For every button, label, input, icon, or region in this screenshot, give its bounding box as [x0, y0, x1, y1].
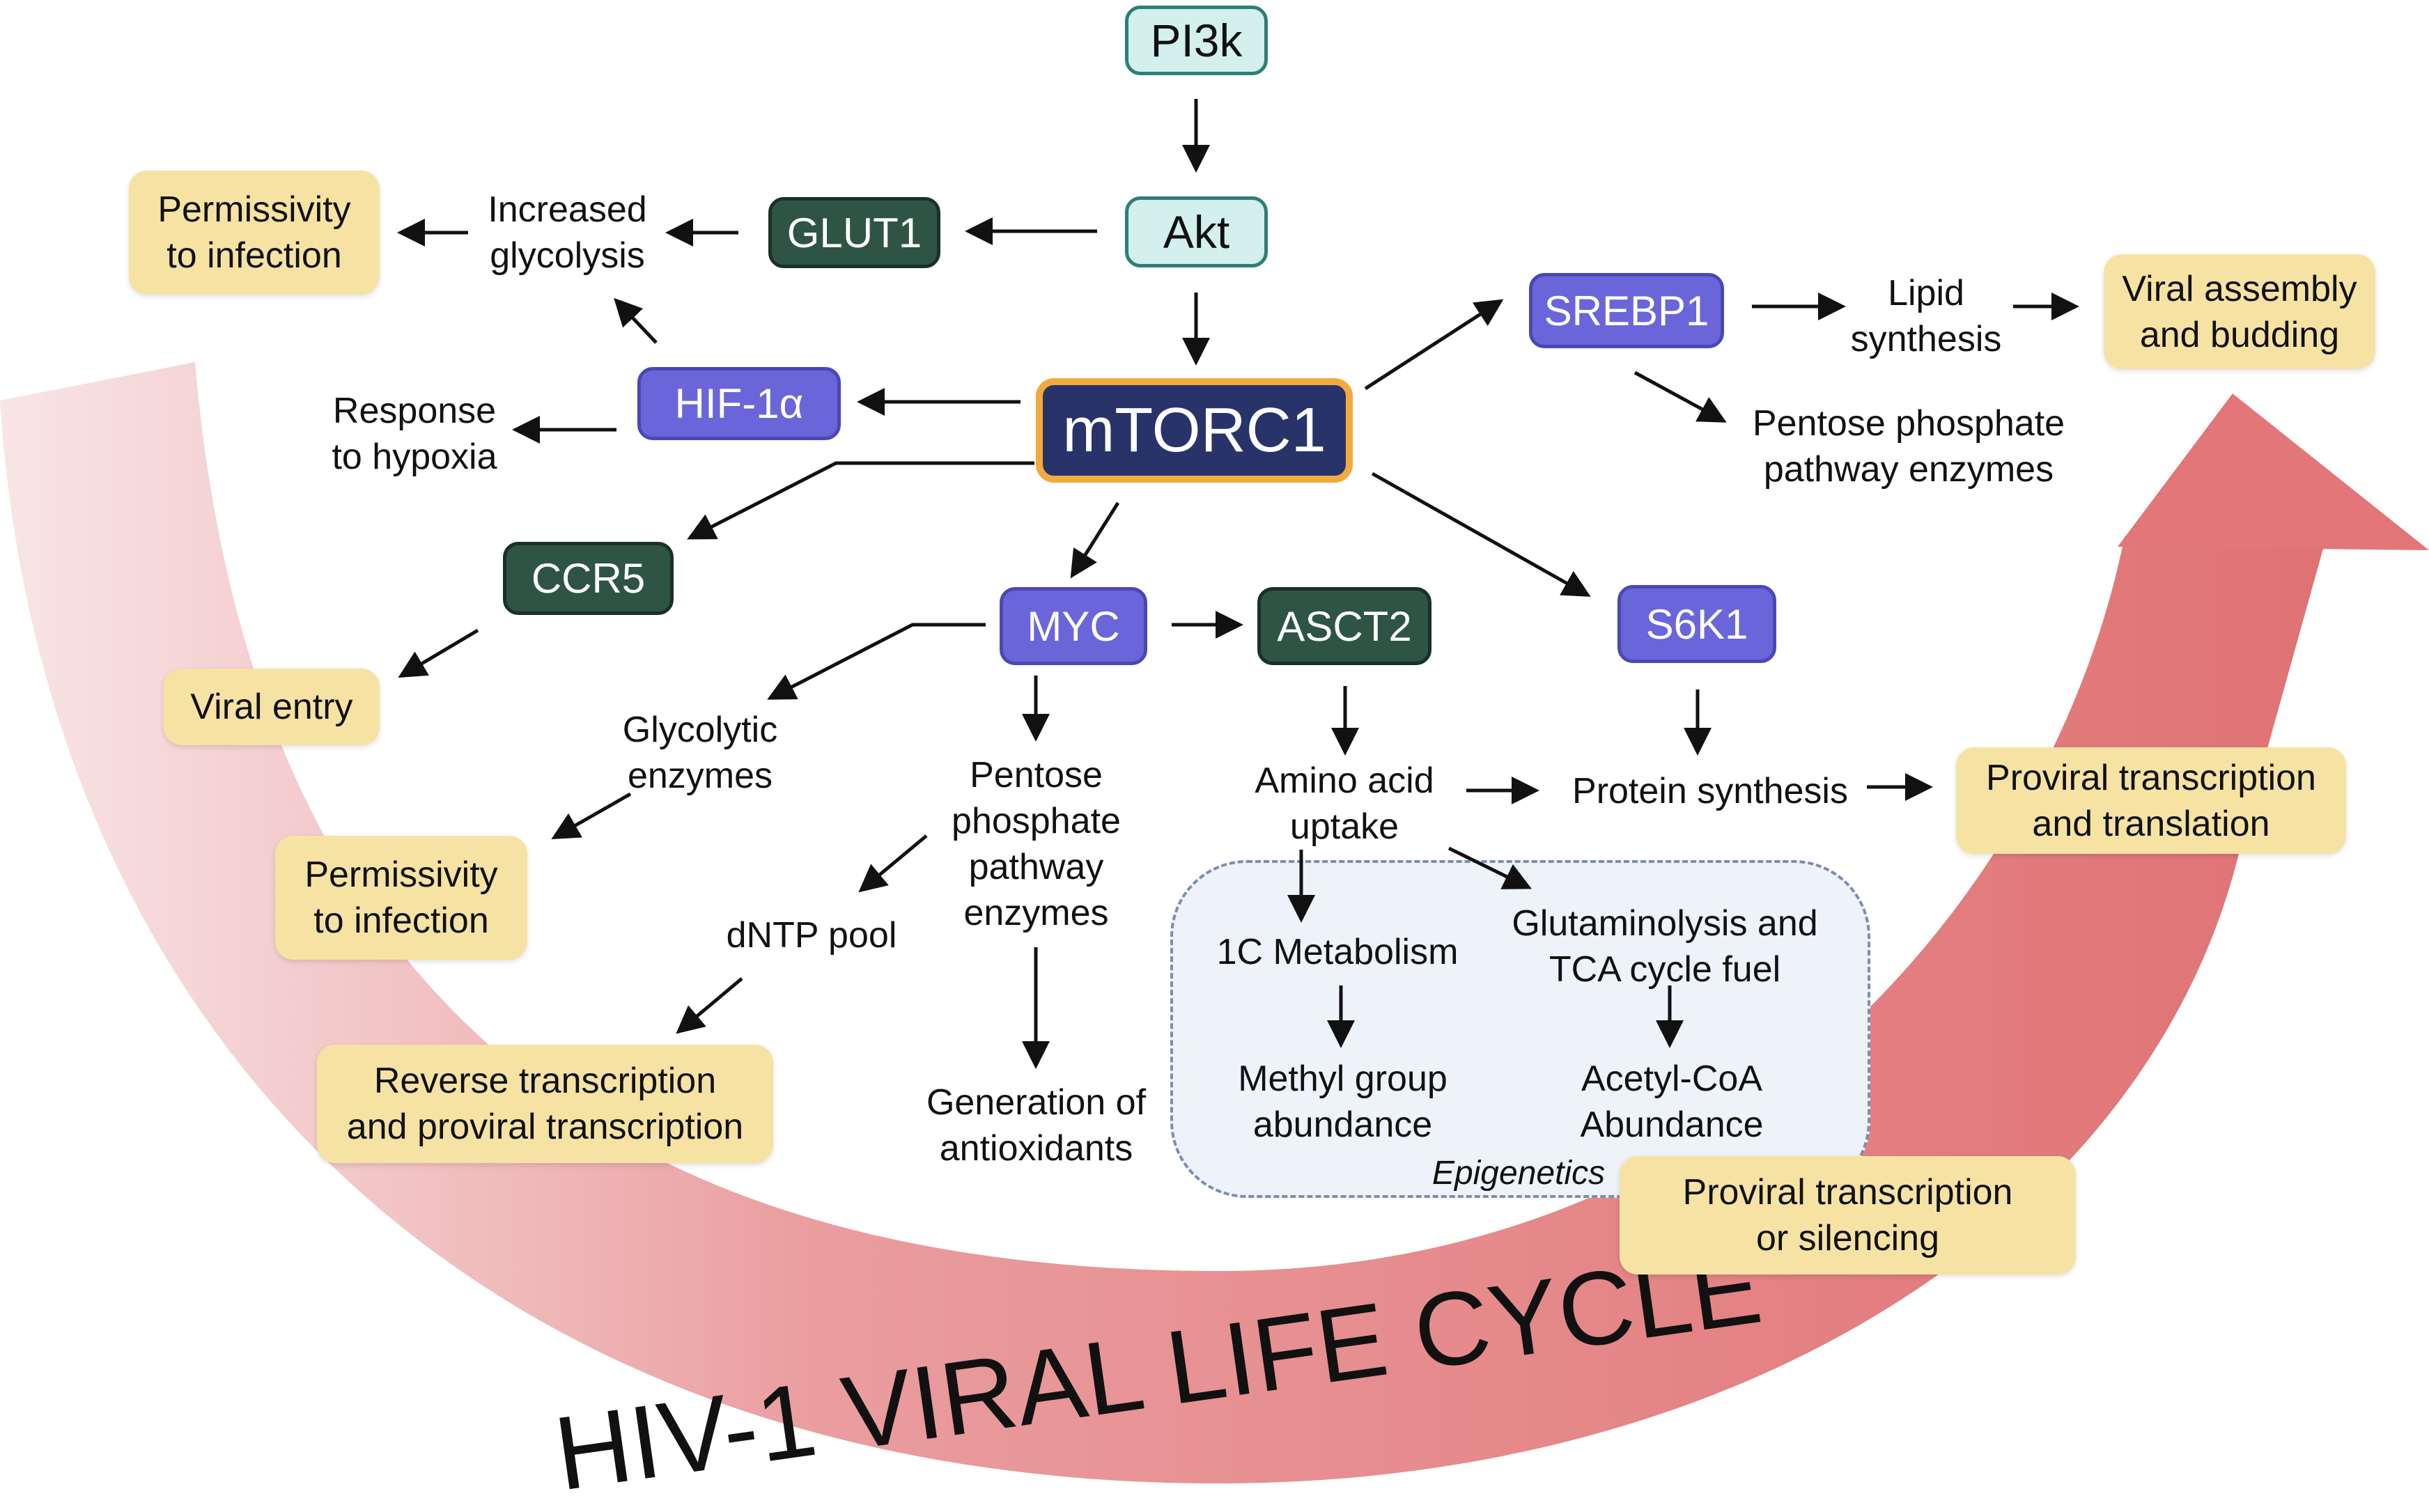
arrow-glycolytic-permissivity: [551, 792, 632, 839]
outcome-permissivity-mid: Permissivity to infection: [275, 836, 527, 960]
node-srebp1[interactable]: SREBP1: [1529, 273, 1724, 348]
arrow-srebp1-pentose: [1633, 371, 1727, 423]
node-glut1[interactable]: GLUT1: [768, 197, 940, 268]
outcome-proviral-silencing: Proviral transcription or silencing: [1620, 1156, 2076, 1275]
arrow-dntp-reverse: [676, 977, 743, 1034]
outcome-permissivity-top: Permissivity to infection: [129, 171, 380, 295]
node-akt[interactable]: Akt: [1125, 196, 1268, 267]
label-epigenetics: Epigenetics: [1431, 1155, 1606, 1192]
label-lipid-synthesis: Lipid synthesis: [1850, 273, 2002, 359]
node-hif1a[interactable]: HIF-1α: [637, 367, 841, 440]
arrow-aminoacid-glutaminolysis: [1448, 846, 1532, 889]
node-mtorc1[interactable]: mTORC1: [1036, 378, 1353, 483]
label-1c-metabolism: 1C Metabolism: [1216, 932, 1459, 972]
outcome-reverse-transcription: Reverse transcription and proviral trans…: [317, 1045, 773, 1163]
arrow-mtorc1-s6k1: [1371, 471, 1591, 597]
node-ccr5[interactable]: CCR5: [503, 542, 674, 615]
label-antioxidants: Generation of antioxidants: [926, 1082, 1147, 1169]
arrow-ccr5-viralentry: [398, 628, 479, 678]
node-myc[interactable]: MYC: [1000, 587, 1147, 665]
node-pi3k[interactable]: PI3k: [1125, 6, 1268, 75]
label-pentose-srebp: Pentose phosphate pathway enzymes: [1752, 403, 2065, 490]
arc-arrow-head: [2118, 393, 2429, 550]
node-asct2[interactable]: ASCT2: [1257, 587, 1431, 665]
label-increased-glycolysis: Increased glycolysis: [488, 189, 647, 276]
arrow-mtorc1-ccr5: [687, 461, 1034, 540]
arrow-mtorc1-srebp1: [1364, 299, 1504, 391]
arrow-myc-glycolytic: [767, 623, 986, 700]
label-pentose-myc: Pentose phosphate pathway enzymes: [952, 755, 1121, 933]
label-acetyl-coa: Acetyl-CoA Abundance: [1580, 1059, 1764, 1145]
outcome-viral-assembly: Viral assembly and budding: [2104, 254, 2375, 369]
label-response-hypoxia: Response to hypoxia: [332, 391, 497, 477]
arrow-mtorc1-myc: [1070, 501, 1120, 579]
epigenetics-region: [1170, 860, 1870, 1198]
outcome-proviral-translation: Proviral transcription and translation: [1956, 747, 2346, 854]
label-methyl-group: Methyl group abundance: [1238, 1059, 1448, 1145]
label-protein-synthesis: Protein synthesis: [1572, 771, 1848, 811]
arrow-hif1a-glycolysis: [614, 297, 658, 344]
node-s6k1[interactable]: S6K1: [1617, 585, 1776, 663]
label-glycolytic-enzymes: Glycolytic enzymes: [622, 710, 778, 796]
arrow-pentose-dntp: [858, 834, 928, 893]
outcome-viral-entry: Viral entry: [164, 669, 380, 745]
label-glutaminolysis: Glutaminolysis and TCA cycle fuel: [1512, 903, 1818, 990]
label-amino-acid-uptake: Amino acid uptake: [1255, 761, 1434, 847]
label-dntp-pool: dNTP pool: [726, 915, 897, 956]
